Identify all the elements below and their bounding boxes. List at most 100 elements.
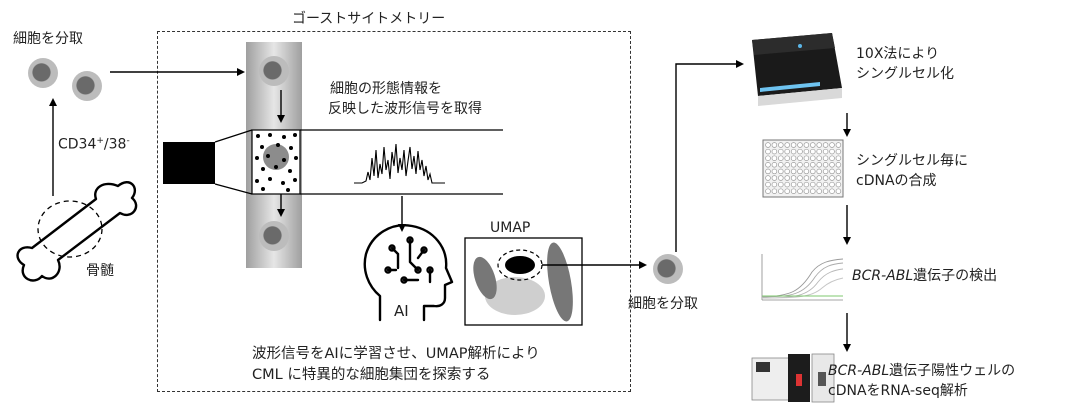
plate-well (784, 155, 790, 161)
marker-label: CD34+/38- (58, 132, 130, 155)
plate-well (771, 175, 778, 181)
plate-well (803, 175, 810, 181)
plate-well (797, 148, 803, 155)
plate-well (822, 175, 829, 181)
instrument-10x-icon (752, 33, 842, 106)
plate-well (822, 181, 829, 188)
ai-caption-2: CML に特異的な細胞集団を探索する (252, 367, 491, 383)
plate-well (835, 188, 842, 194)
plate-well (778, 162, 784, 168)
plate-well (778, 142, 784, 148)
plate-well (835, 148, 842, 155)
umap-cluster-dark-right (547, 242, 573, 322)
ai-label: AI (394, 302, 409, 320)
plate-well (771, 168, 778, 175)
step4-rest: 遺伝子陽性ウェルの (889, 363, 1016, 379)
plate-well (835, 181, 842, 188)
plate-well (816, 148, 822, 155)
plate-well (784, 142, 790, 148)
plate-well (790, 155, 797, 161)
marker-sup-plus: + (96, 136, 104, 146)
plate-well (810, 175, 816, 181)
plate-well (784, 181, 790, 188)
cell-icon (259, 56, 289, 86)
plate-well (816, 162, 822, 168)
plate-well (829, 155, 835, 161)
plate-well (829, 162, 835, 168)
plate-well (822, 188, 829, 194)
plate-well (790, 175, 797, 181)
sequencer-icon (751, 353, 835, 403)
cell-icon (259, 221, 289, 251)
light-source-emitter (163, 142, 215, 184)
plate-well (803, 155, 810, 161)
plate-well (790, 188, 797, 194)
cell-icon (72, 71, 102, 101)
plate-well (771, 155, 778, 161)
plate-well (797, 181, 803, 188)
diagram-title: ゴーストサイトメトリー (292, 11, 446, 27)
plate-well (835, 155, 842, 161)
plate-well (765, 168, 771, 175)
step3-rest: 遺伝子の検出 (913, 268, 998, 284)
plate-well (790, 168, 797, 175)
step3-gene: BCR-ABL (852, 268, 914, 284)
plate-well (816, 168, 822, 175)
bone-marrow-region (37, 200, 103, 258)
plate-well (803, 148, 810, 155)
step4-line2: cDNAをRNA-seq解析 (828, 383, 968, 399)
plate-well (778, 188, 784, 194)
plate-well (810, 162, 816, 168)
plate-well (771, 188, 778, 194)
plate-well (790, 142, 797, 148)
plate-well (816, 181, 822, 188)
step3-label: BCR-ABL遺伝子の検出 (852, 267, 997, 286)
plate-well (816, 155, 822, 161)
plate-well (829, 148, 835, 155)
umap-label: UMAP (490, 220, 531, 236)
plate-well (778, 155, 784, 161)
ai-caption-1: 波形信号をAIに学習させ、UMAP解析により (252, 346, 540, 362)
plate-well (829, 168, 835, 175)
plate-well (810, 181, 816, 188)
plate-well (822, 148, 829, 155)
plate-well (816, 188, 822, 194)
plate-well (771, 142, 778, 148)
plate-well (810, 148, 816, 155)
plate-well (829, 142, 835, 148)
plate-well (790, 148, 797, 155)
plate-well (765, 142, 771, 148)
beam-line-top-left (214, 129, 253, 143)
sorted-label: 細胞を分取 (628, 296, 698, 312)
plate-well (784, 148, 790, 155)
plate-well (771, 148, 778, 155)
plate-well (778, 175, 784, 181)
arrow-sorted-to-10x (675, 60, 744, 252)
well-plate-icon (762, 139, 844, 198)
plate-well (835, 175, 842, 181)
plate-well (797, 168, 803, 175)
step2-line2: cDNAの合成 (856, 173, 937, 189)
plate-well (778, 168, 784, 175)
qpcr-chart-icon (757, 250, 844, 306)
plate-well (803, 188, 810, 194)
plate-well (771, 162, 778, 168)
plate-well (816, 175, 822, 181)
plate-well (829, 181, 835, 188)
plate-well (816, 142, 822, 148)
plate-well (803, 162, 810, 168)
marker-main: CD34 (58, 136, 97, 153)
plate-well (765, 175, 771, 181)
plate-well (790, 162, 797, 168)
plate-well (765, 148, 771, 155)
bone-label: 骨髄 (86, 263, 114, 279)
plate-well (810, 168, 816, 175)
plate-well (822, 168, 829, 175)
ghost-cytometry-frame (157, 31, 631, 392)
waveform-signal (354, 143, 445, 184)
step4-line1: BCR-ABL遺伝子陽性ウェルの (828, 362, 1015, 381)
plate-well (810, 155, 816, 161)
plate-well (822, 162, 829, 168)
plate-well (803, 142, 810, 148)
